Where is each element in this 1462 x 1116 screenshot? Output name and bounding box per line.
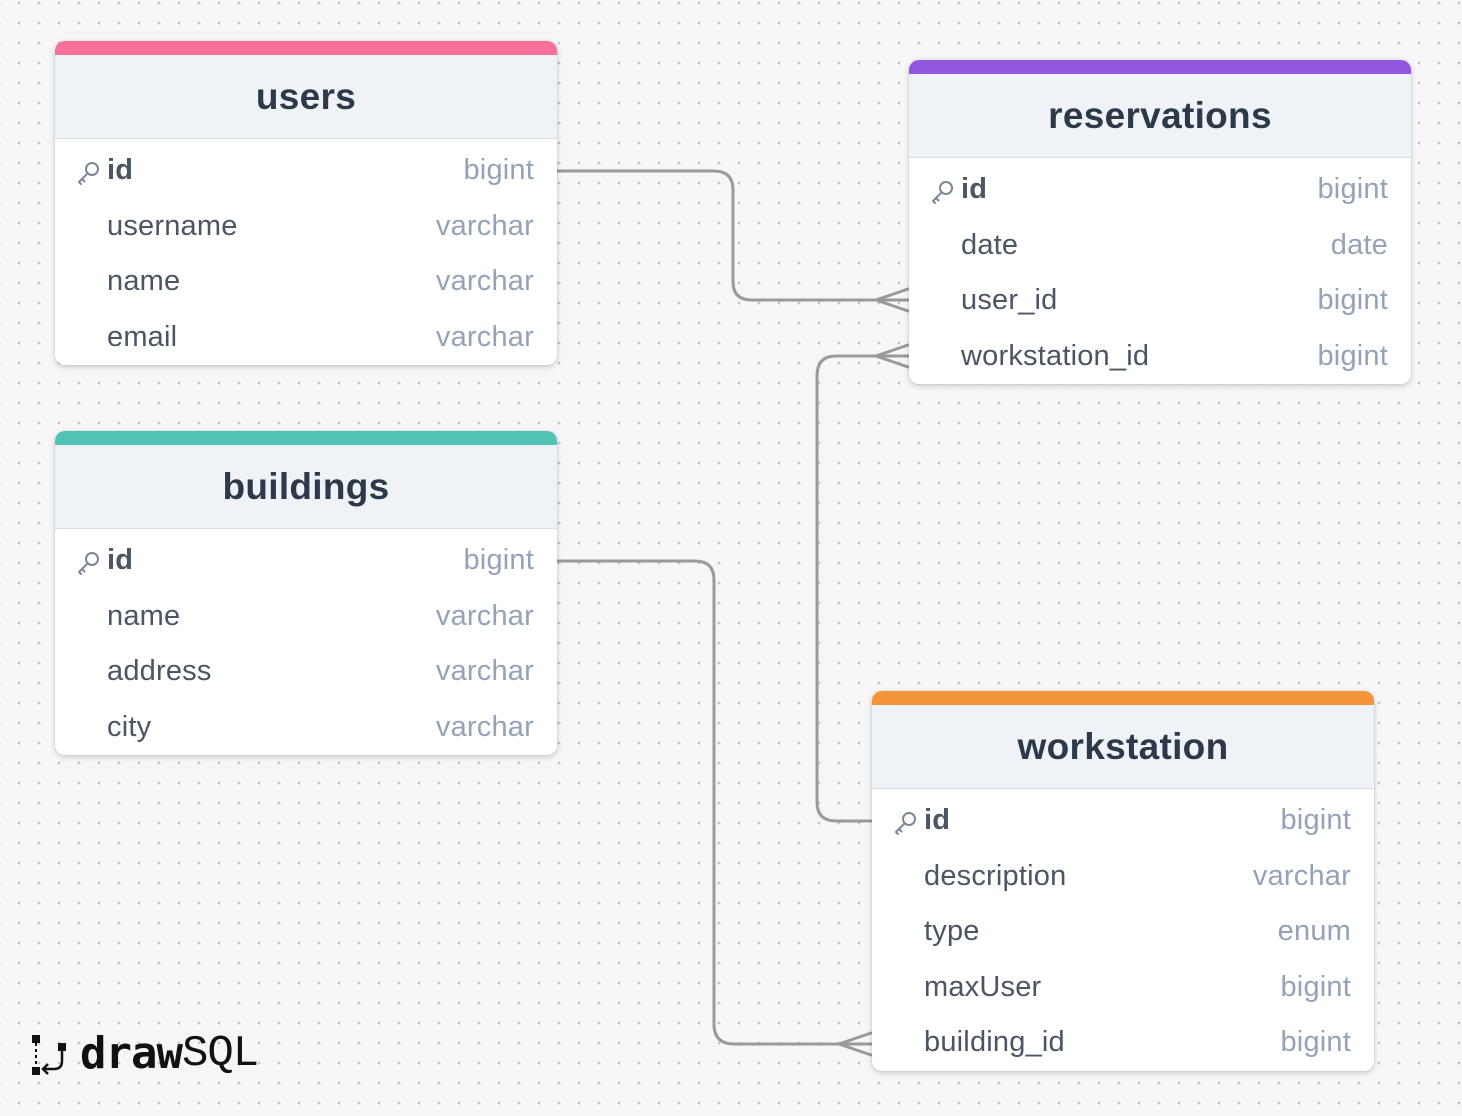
- table-buildings[interactable]: buildings id bigint name varchar address varc…: [55, 431, 557, 755]
- column-name: name: [107, 265, 181, 298]
- column-name: type: [924, 915, 980, 948]
- column-row-description[interactable]: description varchar: [872, 849, 1374, 905]
- column-type: varchar: [435, 710, 534, 743]
- column-name: date: [961, 228, 1019, 261]
- column-name: id: [924, 804, 951, 837]
- drawsql-logo-icon: [32, 1034, 66, 1075]
- column-type: varchar: [435, 599, 534, 632]
- table-title: buildings: [55, 445, 557, 529]
- column-type: varchar: [435, 320, 534, 353]
- column-type: bigint: [1280, 970, 1351, 1003]
- primary-key-icon: [75, 160, 101, 186]
- column-type: bigint: [1317, 339, 1388, 372]
- table-title: users: [55, 55, 557, 139]
- column-row-id[interactable]: id bigint: [55, 143, 557, 199]
- column-type: date: [1330, 228, 1388, 261]
- column-row-user-id[interactable]: user_id bigint: [909, 273, 1411, 329]
- column-name: id: [107, 154, 134, 187]
- column-type: bigint: [463, 544, 534, 577]
- column-name: maxUser: [924, 970, 1042, 1003]
- column-type: bigint: [1317, 284, 1388, 317]
- column-type: bigint: [1317, 173, 1388, 206]
- column-name: id: [961, 173, 988, 206]
- column-type: varchar: [1252, 859, 1351, 892]
- table-workstation[interactable]: workstation id bigint description varchar ty…: [872, 691, 1374, 1071]
- column-row-email[interactable]: email varchar: [55, 310, 557, 366]
- column-name: city: [107, 710, 152, 743]
- column-name: user_id: [961, 284, 1058, 317]
- table-color-bar: [55, 431, 557, 445]
- column-row-date[interactable]: date date: [909, 218, 1411, 274]
- logo-text-sql: SQL: [181, 1028, 259, 1079]
- column-row-name[interactable]: name varchar: [55, 254, 557, 310]
- table-color-bar: [872, 691, 1374, 705]
- column-type: bigint: [1280, 804, 1351, 837]
- column-type: enum: [1277, 915, 1351, 948]
- table-color-bar: [909, 60, 1411, 74]
- column-name: building_id: [924, 1026, 1065, 1059]
- column-row-type[interactable]: type enum: [872, 904, 1374, 960]
- primary-key-icon: [892, 810, 918, 836]
- table-color-bar: [55, 41, 557, 55]
- primary-key-icon: [929, 179, 955, 205]
- column-list: id bigint name varchar address varchar city var…: [55, 529, 557, 755]
- table-title: workstation: [872, 705, 1374, 789]
- column-row-address[interactable]: address varchar: [55, 644, 557, 700]
- column-name: workstation_id: [961, 339, 1150, 372]
- column-type: bigint: [463, 154, 534, 187]
- column-list: id bigint username varchar name varchar email v…: [55, 139, 557, 365]
- column-name: description: [924, 859, 1067, 892]
- column-name: email: [107, 320, 178, 353]
- relation-users-reservations[interactable]: [555, 169, 910, 313]
- primary-key-icon: [75, 550, 101, 576]
- column-list: id bigint description varchar type enum maxUse…: [872, 789, 1374, 1071]
- column-row-city[interactable]: city varchar: [55, 700, 557, 756]
- column-type: varchar: [435, 265, 534, 298]
- column-row-id[interactable]: id bigint: [55, 533, 557, 589]
- column-name: address: [107, 655, 212, 688]
- column-name: id: [107, 544, 134, 577]
- column-row-building-id[interactable]: building_id bigint: [872, 1015, 1374, 1071]
- column-row-id[interactable]: id bigint: [909, 162, 1411, 218]
- column-type: bigint: [1280, 1026, 1351, 1059]
- column-type: varchar: [435, 209, 534, 242]
- table-title: reservations: [909, 74, 1411, 158]
- relation-workstation-reservations[interactable]: [815, 343, 910, 823]
- column-row-maxuser[interactable]: maxUser bigint: [872, 960, 1374, 1016]
- column-row-workstation-id[interactable]: workstation_id bigint: [909, 329, 1411, 385]
- column-row-name[interactable]: name varchar: [55, 589, 557, 645]
- column-type: varchar: [435, 655, 534, 688]
- column-name: username: [107, 209, 238, 242]
- column-row-id[interactable]: id bigint: [872, 793, 1374, 849]
- table-users[interactable]: users id bigint username varchar name varchar…: [55, 41, 557, 365]
- logo-text-draw: draw: [80, 1028, 183, 1079]
- column-row-username[interactable]: username varchar: [55, 199, 557, 255]
- column-name: name: [107, 599, 181, 632]
- relation-buildings-workstation[interactable]: [555, 559, 873, 1057]
